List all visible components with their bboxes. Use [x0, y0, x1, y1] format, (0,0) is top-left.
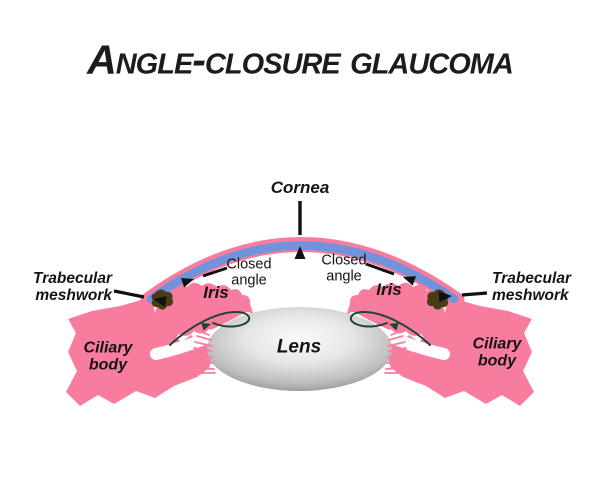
closed-angle-right-pointer-arrow — [365, 262, 416, 286]
page-title: Angle-closure glaucoma — [87, 36, 514, 83]
closed-angle-left-label: Closed angle — [226, 256, 272, 288]
trabecular-meshwork-right-label: Trabecular meshwork — [492, 270, 571, 304]
iris-left-label: Iris — [203, 282, 229, 302]
trabecular-right-pointer-arrow — [438, 291, 488, 303]
trabecular-meshwork-left-label: Trabecular meshwork — [33, 270, 112, 304]
cornea-pointer-arrow — [294, 201, 306, 259]
ciliary-body-right-label: Ciliary body — [472, 335, 522, 370]
ciliary-body-left-label: Ciliary body — [83, 339, 133, 374]
trabecular-left-pointer-arrow — [113, 289, 167, 307]
closed-angle-left-pointer-arrow — [181, 266, 228, 288]
lens-shape — [207, 307, 392, 391]
cornea-inner-blue-layer — [146, 241, 459, 304]
cornea-label: Cornea — [270, 177, 330, 197]
zonular-fibers-left — [193, 330, 216, 374]
iris-right-label: Iris — [376, 279, 402, 299]
ciliary-body-left-shape — [66, 297, 214, 406]
closed-angle-right-label: Closed angle — [321, 252, 367, 284]
lens-label: Lens — [276, 336, 322, 358]
aqueous-flow-arrow-left — [169, 310, 251, 346]
